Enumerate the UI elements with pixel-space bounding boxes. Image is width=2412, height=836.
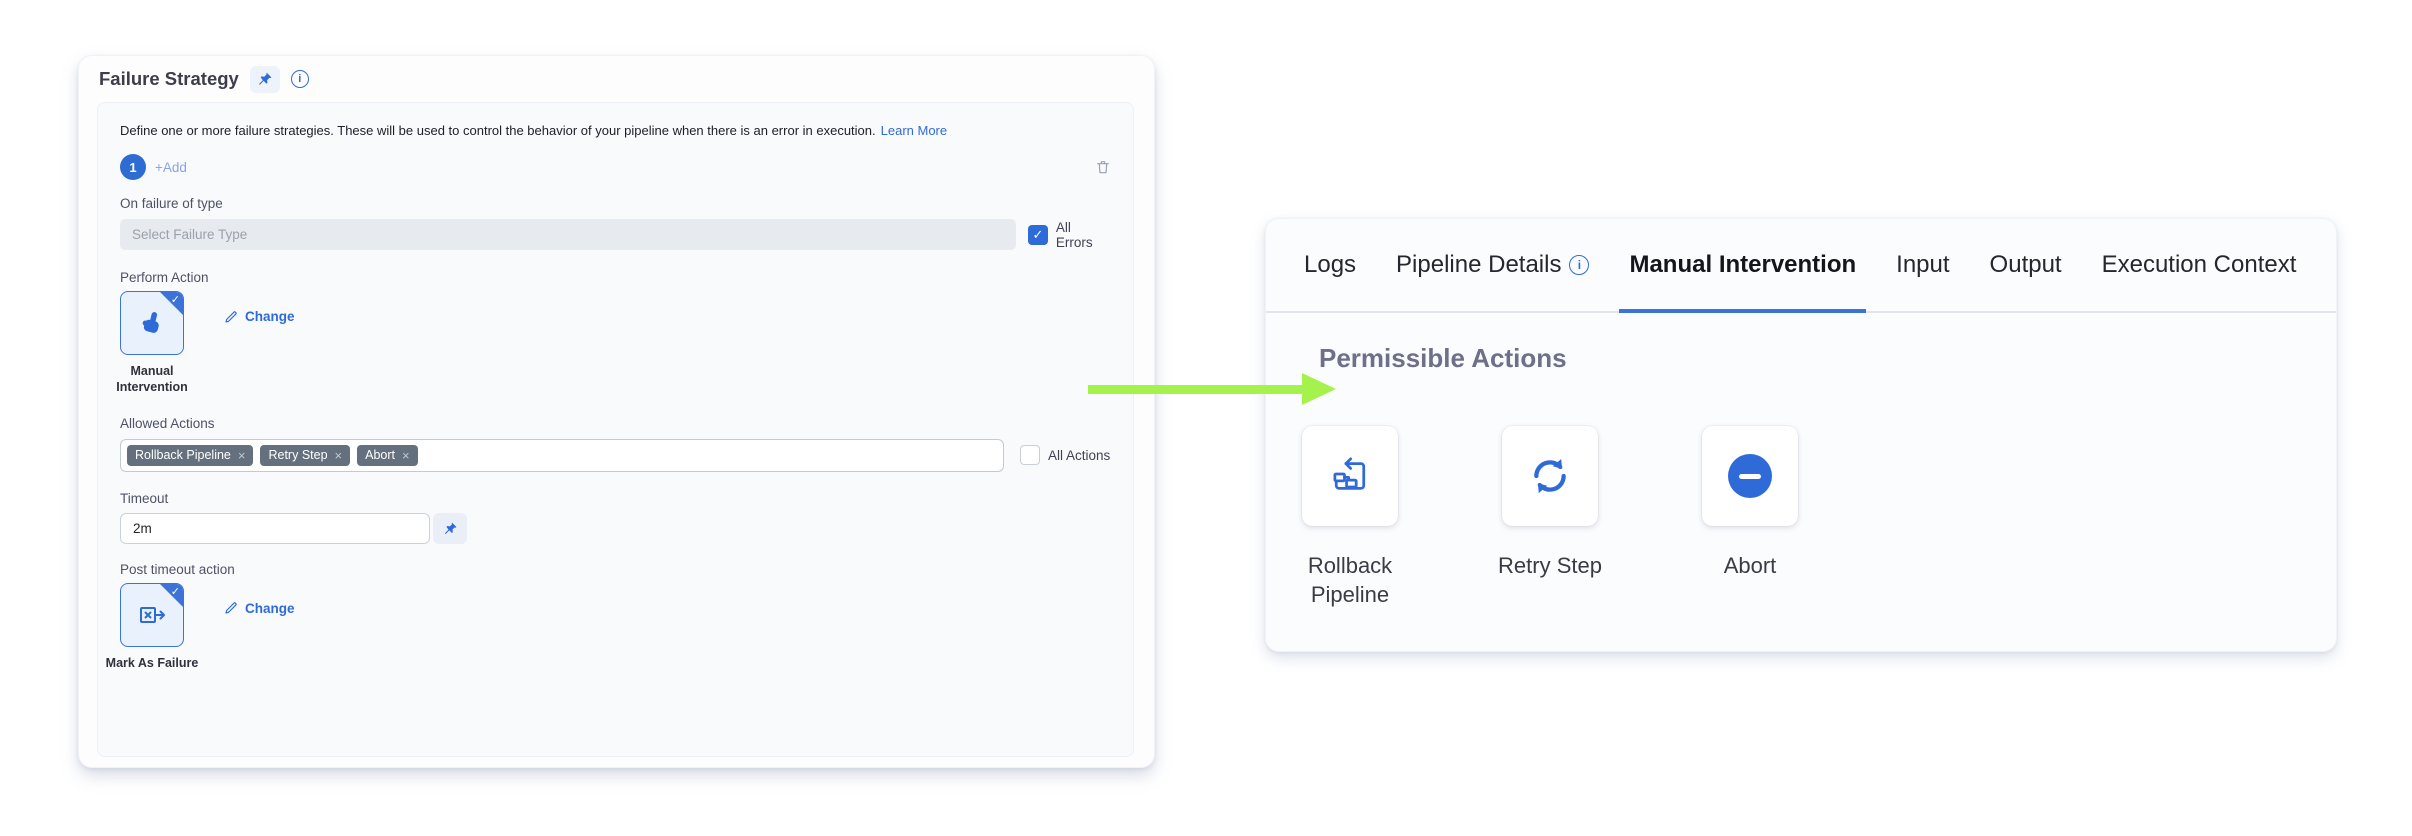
- action-label: Rollback Pipeline: [1307, 553, 1393, 607]
- action-label: Abort: [1723, 553, 1777, 578]
- info-icon[interactable]: i: [1569, 255, 1590, 275]
- action-card[interactable]: [1502, 426, 1598, 526]
- all-actions-checkbox-group[interactable]: All Actions: [1020, 445, 1110, 465]
- panel-title: Failure Strategy: [99, 68, 239, 89]
- selected-corner: [159, 292, 183, 316]
- action-abort[interactable]: Abort: [1690, 426, 1810, 609]
- strategy-form: Define one or more failure strategies. T…: [97, 102, 1134, 757]
- all-actions-label: All Actions: [1048, 447, 1111, 463]
- tab-execution-context[interactable]: Execution Context: [2101, 251, 2297, 278]
- post-timeout-action-name: Mark As Failure: [105, 655, 199, 670]
- execution-details-panel: Logs Pipeline Details i Manual Intervent…: [1265, 218, 2337, 652]
- timeout-pin-button[interactable]: [433, 512, 467, 544]
- perform-action-col: ✓ Manual Intervention: [96, 291, 208, 396]
- change-action-button[interactable]: Change: [224, 309, 295, 324]
- timeout-row: [120, 512, 1111, 544]
- all-errors-checkbox-group[interactable]: ✓ All Errors: [1028, 220, 1111, 250]
- action-rollback-pipeline[interactable]: Rollback Pipeline: [1290, 426, 1410, 609]
- learn-more-link[interactable]: Learn More: [880, 123, 948, 138]
- tag-retry-step[interactable]: Retry Step ×: [260, 444, 351, 466]
- tabs-bar: Logs Pipeline Details i Manual Intervent…: [1266, 219, 2336, 313]
- tag-label: Rollback Pipeline: [135, 448, 231, 462]
- tab-logs[interactable]: Logs: [1304, 251, 1357, 278]
- close-icon[interactable]: ×: [402, 447, 410, 463]
- flow-arrow: [1088, 373, 1336, 405]
- delete-strategy-button[interactable]: [1095, 158, 1111, 176]
- timeout-label: Timeout: [120, 490, 169, 506]
- info-icon[interactable]: i: [290, 70, 309, 88]
- pin-button[interactable]: [249, 65, 280, 93]
- allowed-actions-label: Allowed Actions: [120, 415, 215, 431]
- check-icon: ✓: [170, 294, 180, 306]
- allowed-actions-row: Rollback Pipeline × Retry Step × Abort × Al…: [120, 438, 1111, 472]
- abort-icon: [1728, 454, 1772, 498]
- perform-action-name: Manual Intervention: [116, 364, 188, 395]
- on-failure-label: On failure of type: [120, 196, 223, 211]
- action-retry-step[interactable]: Retry Step: [1490, 426, 1610, 609]
- abort-minus-bar: [1739, 473, 1761, 479]
- strategy-badge[interactable]: 1: [120, 154, 146, 180]
- all-actions-checkbox[interactable]: [1020, 445, 1040, 465]
- post-timeout-step: ✓ Mark As Failure Change: [106, 582, 1111, 671]
- pencil-icon: [225, 602, 237, 614]
- tab-input[interactable]: Input: [1896, 251, 1950, 278]
- permissible-actions-row: Rollback Pipeline Retry Step Abort: [1290, 426, 2336, 609]
- action-label: Retry Step: [1498, 553, 1602, 578]
- check-icon: ✓: [170, 585, 180, 598]
- selected-corner: [159, 583, 183, 608]
- tag-rollback-pipeline[interactable]: Rollback Pipeline ×: [127, 444, 254, 466]
- tab-output[interactable]: Output: [1989, 251, 2062, 278]
- failure-type-select[interactable]: [120, 219, 1017, 250]
- change-post-action-button[interactable]: Change: [224, 601, 295, 616]
- tag-abort[interactable]: Abort ×: [357, 444, 418, 466]
- panel-header: Failure Strategy i: [79, 56, 1154, 102]
- post-timeout-col: ✓ Mark As Failure: [96, 582, 208, 671]
- tab-label: Pipeline Details: [1396, 251, 1562, 278]
- permissible-actions-title: Permissible Actions: [1319, 343, 1567, 373]
- strategy-tabs-row: 1 +Add: [120, 154, 1111, 180]
- timeout-input[interactable]: [120, 512, 430, 544]
- mark-as-failure-card[interactable]: ✓: [120, 582, 184, 647]
- change-label: Change: [245, 600, 295, 616]
- tab-manual-intervention[interactable]: Manual Intervention: [1619, 219, 1866, 313]
- hand-pointer-icon: [142, 312, 159, 333]
- tag-label: Retry Step: [268, 448, 328, 462]
- manual-intervention-card[interactable]: ✓: [120, 291, 184, 355]
- rollback-pipeline-icon: [1333, 457, 1366, 490]
- retry-icon: [1534, 459, 1566, 493]
- pin-icon: [259, 72, 272, 85]
- pin-icon: [444, 522, 456, 534]
- tag-label: Abort: [365, 448, 396, 462]
- close-icon[interactable]: ×: [334, 447, 343, 463]
- failure-strategy-panel: Failure Strategy i Define one or more fa…: [78, 55, 1155, 768]
- check-icon: ✓: [1032, 226, 1044, 242]
- failure-type-row: ✓ All Errors: [120, 219, 1111, 250]
- perform-action-step: ✓ Manual Intervention Change: [116, 291, 1111, 396]
- close-icon[interactable]: ×: [237, 447, 246, 463]
- post-timeout-label: Post timeout action: [120, 561, 235, 577]
- tab-pipeline-details[interactable]: Pipeline Details i: [1396, 219, 1590, 311]
- action-card[interactable]: [1302, 426, 1398, 526]
- mark-as-failure-icon: [140, 606, 165, 623]
- change-label: Change: [245, 309, 295, 324]
- all-errors-checkbox[interactable]: ✓: [1028, 224, 1048, 245]
- add-strategy-button[interactable]: +Add: [155, 159, 187, 175]
- perform-action-label: Perform Action: [120, 270, 209, 285]
- strategy-description: Define one or more failure strategies. T…: [120, 123, 1111, 138]
- description-text: Define one or more failure strategies. T…: [120, 123, 876, 138]
- pencil-icon: [225, 310, 237, 323]
- allowed-actions-input[interactable]: Rollback Pipeline × Retry Step × Abort ×: [120, 438, 1004, 472]
- trash-icon: [1097, 161, 1109, 174]
- action-card[interactable]: [1702, 426, 1798, 526]
- all-errors-label: All Errors: [1055, 219, 1093, 250]
